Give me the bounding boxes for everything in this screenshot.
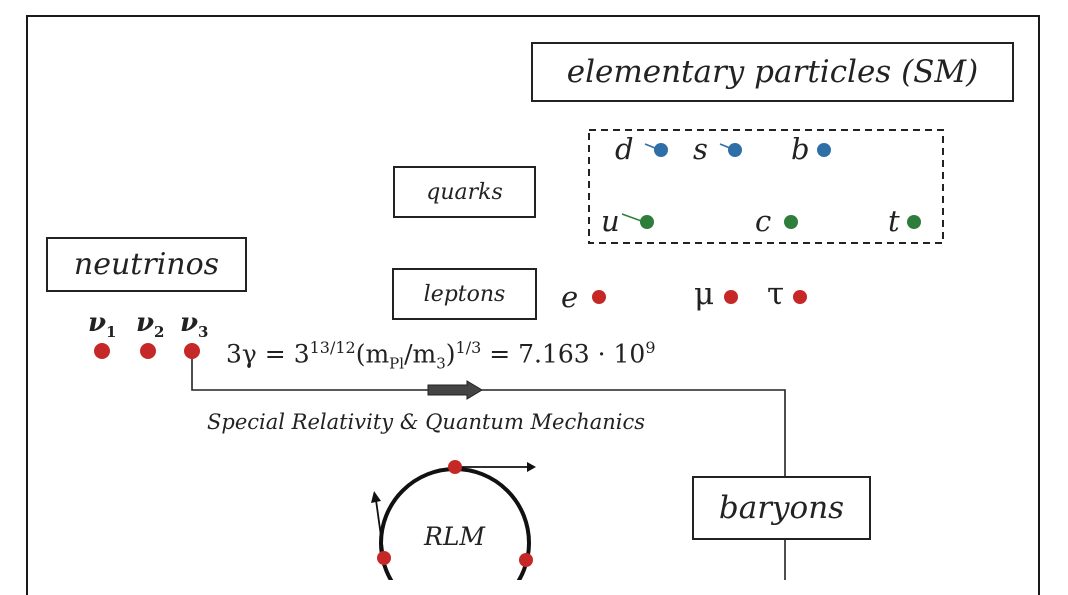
quark-dashed-box xyxy=(588,129,944,244)
lepton-mu-label: μ xyxy=(694,276,715,312)
quark-b-label: b xyxy=(791,132,810,166)
title-box: elementary particles (SM) xyxy=(531,42,1014,102)
quark-c-dot xyxy=(784,215,798,229)
neutrino-3-label: ν3 xyxy=(180,308,209,342)
lepton-tau-dot xyxy=(793,290,807,304)
quark-d-label: d xyxy=(615,132,634,166)
title-label: elementary particles (SM) xyxy=(566,54,979,90)
quark-u-dot xyxy=(640,215,654,229)
quark-t-label: t xyxy=(888,204,900,238)
rlm-particle-top xyxy=(448,460,462,474)
quark-t-dot xyxy=(907,215,921,229)
mass-equation: 3γ = 313/12(mPl/m3)1/3 = 7.163 · 109 xyxy=(226,338,656,373)
baryons-box: baryons xyxy=(692,476,871,540)
rlm-label: RLM xyxy=(424,522,486,551)
tangent-arrowhead-top xyxy=(527,462,536,472)
figure-frame xyxy=(26,15,1040,595)
neutrino-connector-line xyxy=(191,352,786,476)
rlm-particle-left xyxy=(377,551,391,565)
quark-b-dot xyxy=(817,143,831,157)
neutrinos-box: neutrinos xyxy=(46,237,247,292)
relativity-label: Special Relativity & Quantum Mechanics xyxy=(207,410,646,434)
neutrinos-label: neutrinos xyxy=(73,247,220,282)
quark-s-dot xyxy=(728,143,742,157)
diagram-lines xyxy=(94,129,944,580)
neutrino-3-dot xyxy=(184,343,200,359)
lepton-tau-label: τ xyxy=(767,276,785,312)
baryons-label: baryons xyxy=(718,490,845,526)
quarks-label: quarks xyxy=(426,179,503,205)
neutrino-2-dot xyxy=(140,343,156,359)
quark-u-label: u xyxy=(601,204,620,238)
neutrino-2-label: ν2 xyxy=(136,308,165,342)
rlm-particle-right xyxy=(519,553,533,567)
lepton-e-dot xyxy=(592,290,606,304)
neutrino-1-label: ν1 xyxy=(88,308,117,342)
neutrino-1-dot xyxy=(94,343,110,359)
leptons-box: leptons xyxy=(392,268,537,320)
tangent-arrow-left xyxy=(375,499,385,559)
flow-arrow-icon xyxy=(427,380,483,400)
leptons-label: leptons xyxy=(423,281,506,307)
quark-s-label: s xyxy=(693,132,708,166)
quarks-box: quarks xyxy=(393,166,536,218)
lepton-mu-dot xyxy=(724,290,738,304)
quark-c-label: c xyxy=(755,204,772,238)
quark-d-dot xyxy=(654,143,668,157)
lepton-e-label: e xyxy=(561,280,579,314)
tangent-arrowhead-left xyxy=(371,491,381,503)
